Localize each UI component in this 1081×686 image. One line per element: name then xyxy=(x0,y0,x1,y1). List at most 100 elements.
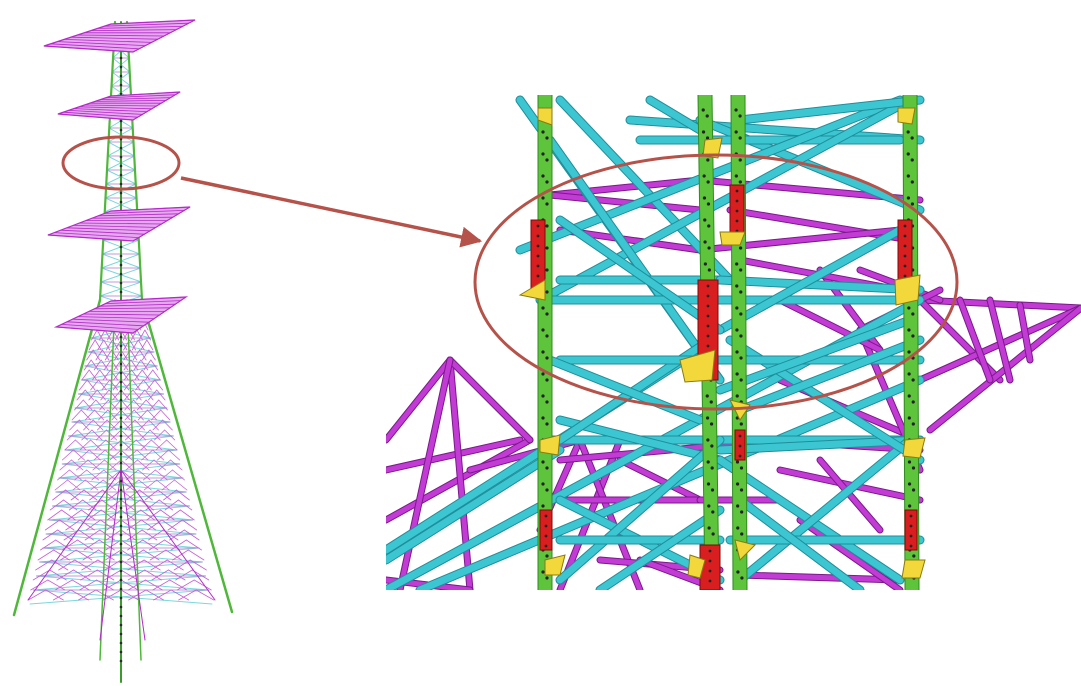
detail-bolt xyxy=(734,108,738,112)
detail-bolt xyxy=(706,460,710,464)
overview-secondary xyxy=(148,419,159,431)
overview-secondary xyxy=(131,339,139,351)
overview-joint xyxy=(119,560,123,564)
overview-secondary xyxy=(128,589,147,601)
overview-secondary xyxy=(100,509,116,521)
overview-secondary xyxy=(146,379,156,391)
overview-joint xyxy=(119,290,123,294)
overview-secondary xyxy=(69,469,82,481)
overview-secondary xyxy=(79,439,91,451)
overview-secondary xyxy=(88,339,96,351)
overview-crossarm-bar xyxy=(68,110,143,115)
overview-secondary xyxy=(94,339,102,351)
overview-secondary xyxy=(94,439,107,451)
overview-secondary xyxy=(83,419,94,431)
callout xyxy=(61,135,959,411)
overview-secondary xyxy=(27,589,47,601)
detail-bolt xyxy=(707,526,711,530)
detail-bolt xyxy=(706,284,710,288)
overview-secondary xyxy=(82,549,99,561)
overview-secondary xyxy=(44,519,61,531)
overview-secondary xyxy=(86,399,97,411)
overview-secondary xyxy=(96,419,108,431)
overview-secondary xyxy=(100,519,116,531)
detail-secondary-member xyxy=(547,177,703,198)
overview-secondary xyxy=(143,359,152,371)
overview-secondary xyxy=(91,469,105,481)
overview-secondary xyxy=(108,479,122,491)
overview-secondary xyxy=(88,369,98,381)
detail-bolt xyxy=(910,158,914,162)
overview-brace xyxy=(77,393,168,409)
overview-secondary xyxy=(131,379,141,391)
detail-gusset-plate xyxy=(518,279,546,301)
overview-secondary xyxy=(70,589,89,601)
overview-joint xyxy=(119,155,123,159)
overview-secondary xyxy=(126,529,143,541)
overview-secondary xyxy=(71,409,82,421)
detail-bolt xyxy=(707,268,711,272)
detail-bolt xyxy=(545,136,549,140)
overview-joint xyxy=(119,623,123,627)
detail-splice-plate xyxy=(904,509,918,551)
overview-crossarm-bar xyxy=(99,303,176,307)
detail-bolt xyxy=(708,579,712,583)
detail-bolt xyxy=(541,570,545,574)
overview-secondary xyxy=(120,399,131,411)
overview-secondary xyxy=(52,489,66,501)
overview-secondary xyxy=(156,389,166,401)
detail-bolt xyxy=(907,350,911,354)
overview-secondary xyxy=(135,439,148,451)
detail-bolt xyxy=(708,549,712,553)
detail-bolt xyxy=(906,196,911,200)
detail-bolt xyxy=(738,180,742,184)
overview-secondary xyxy=(145,589,164,601)
detail-bolt xyxy=(906,130,910,134)
overview-brace xyxy=(32,575,206,591)
overview-secondary xyxy=(183,529,200,541)
detail-brace-member xyxy=(556,436,724,584)
overview-crossarm-bar xyxy=(110,206,191,212)
overview-secondary xyxy=(110,429,122,441)
overview-secondary xyxy=(96,389,106,401)
overview-secondary xyxy=(132,389,142,401)
overview-secondary xyxy=(143,479,158,491)
overview-joint xyxy=(119,407,123,411)
overview-secondary xyxy=(120,499,135,511)
overview-secondary xyxy=(133,359,142,371)
overview-secondary xyxy=(96,329,104,341)
overview-secondary xyxy=(76,389,86,401)
overview-secondary xyxy=(100,359,109,371)
detail-leg-member xyxy=(903,95,919,590)
overview-secondary xyxy=(98,379,107,391)
overview-joint xyxy=(119,497,123,501)
overview-crossarm-bar xyxy=(63,39,153,43)
overview-secondary xyxy=(112,379,122,391)
overview-highlight-ellipse xyxy=(61,135,181,191)
overview-secondary xyxy=(124,389,134,401)
overview-joint xyxy=(119,398,123,402)
overview-crossarm-bar xyxy=(110,91,181,97)
overview-secondary xyxy=(120,469,134,481)
overview-secondary xyxy=(47,579,66,591)
overview-joint xyxy=(119,362,123,366)
overview-secondary xyxy=(166,509,181,521)
overview-secondary xyxy=(104,559,122,571)
detail-bolt xyxy=(544,534,548,538)
overview-secondary xyxy=(59,459,72,471)
overview-brace xyxy=(77,379,161,395)
detail-bolt xyxy=(536,244,540,248)
detail-bolt xyxy=(736,504,740,508)
overview-secondary xyxy=(133,399,143,411)
overview-joint xyxy=(119,632,123,636)
detail-bolt xyxy=(536,264,540,268)
detail-brace-member xyxy=(736,436,914,584)
detail-bolt xyxy=(907,482,912,486)
overview-secondary xyxy=(104,449,117,461)
detail-highlight-ellipse xyxy=(473,153,959,411)
overview-crossarm-bar xyxy=(57,41,146,46)
detail-bolt xyxy=(910,136,914,140)
overview-secondary xyxy=(75,439,87,451)
overview-secondary xyxy=(45,589,64,601)
overview-secondary xyxy=(74,469,88,481)
